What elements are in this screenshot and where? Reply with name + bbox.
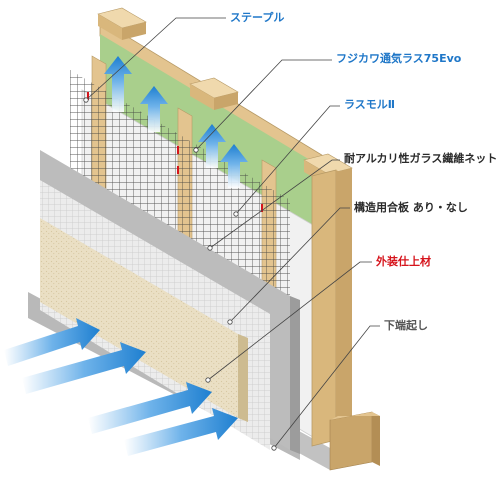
label-plywood: 構造用合板 あり・なし [354, 201, 468, 214]
upward-airflow-arrows [104, 56, 248, 188]
label-glass-net: 耐アルカリ性ガラス繊維ネット [344, 152, 498, 165]
exterior-finish-layer [40, 218, 238, 418]
leader-lines [85, 17, 380, 449]
label-starter: 下端起し [384, 319, 428, 332]
label-finish: 外装仕上材 [376, 255, 431, 268]
right-wood-stud [311, 169, 337, 447]
label-staple: ステープル [230, 11, 285, 24]
label-lath: フジカワ通気ラス75Evo [336, 52, 462, 65]
label-mortar: ラスモルⅡ [344, 98, 396, 111]
side-airflow-arrows [4, 318, 238, 456]
lath-mesh [70, 70, 290, 300]
leader-dots [83, 97, 277, 451]
bottom-wood-block [329, 411, 380, 471]
